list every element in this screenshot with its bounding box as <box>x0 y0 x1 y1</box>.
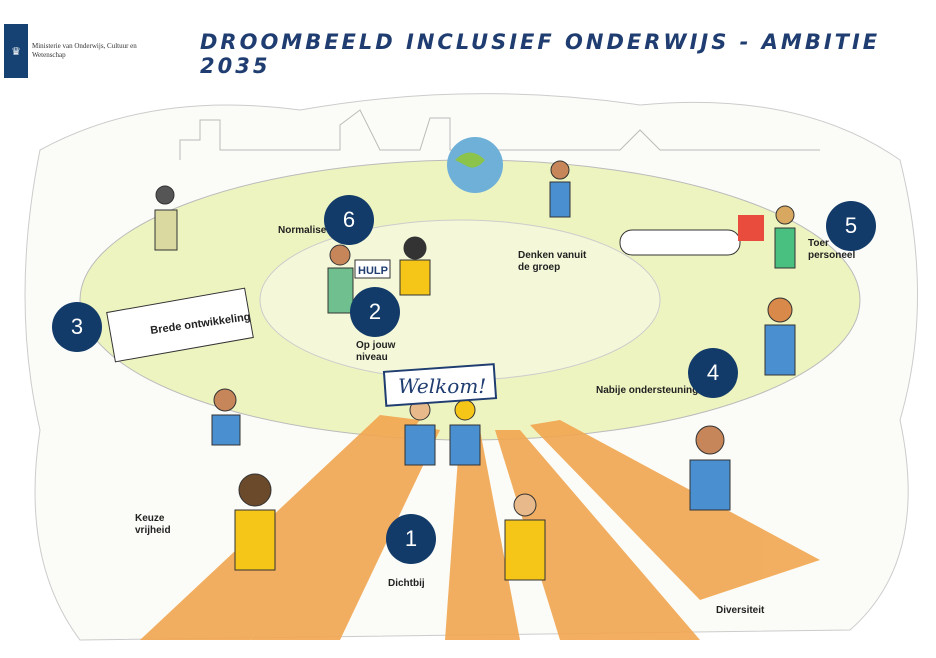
marker-6[interactable]: 6 <box>324 195 374 245</box>
inner-circle <box>259 219 661 381</box>
marker-3[interactable]: 3 <box>52 302 102 352</box>
crown-emblem-icon: ♛ <box>4 24 28 78</box>
label-keuze-vrijheid: Keuze vrijheid <box>135 513 171 536</box>
ministry-logo: ♛ Ministerie van Onderwijs, Cultuur en W… <box>4 24 162 78</box>
label-op-jouw-niveau: Op jouw niveau <box>356 340 396 363</box>
welkom-text: Welkom! <box>398 374 486 398</box>
page-title: DROOMBEELD INCLUSIEF ONDERWIJS - AMBITIE… <box>200 30 881 78</box>
label-nabije-ondersteuning: Nabije ondersteuning <box>596 385 699 396</box>
marker-4[interactable]: 4 <box>688 348 738 398</box>
marker-1[interactable]: 1 <box>386 514 436 564</box>
label-dichtbij: Dichtbij <box>388 578 425 589</box>
people <box>154 160 796 581</box>
marker-5[interactable]: 5 <box>826 201 876 251</box>
label-toer: Toer <box>808 238 829 249</box>
label-denken-vanuit-de-groep: Denken vanuit de groep <box>518 250 587 273</box>
label-personeel: personeel <box>808 250 856 261</box>
group-table <box>619 229 741 256</box>
hulp-sign: HULP <box>358 265 388 277</box>
medical-cross <box>738 215 764 241</box>
ministry-name: Ministerie van Onderwijs, Cultuur en Wet… <box>32 42 137 59</box>
paths <box>140 415 820 640</box>
welkom-banner <box>382 363 498 407</box>
brede-table <box>106 287 254 363</box>
skyline <box>179 109 820 160</box>
marker-2[interactable]: 2 <box>350 287 400 337</box>
label-normaliseren: Normalise <box>278 225 327 236</box>
label-diversiteit: Diversiteit <box>716 605 765 616</box>
